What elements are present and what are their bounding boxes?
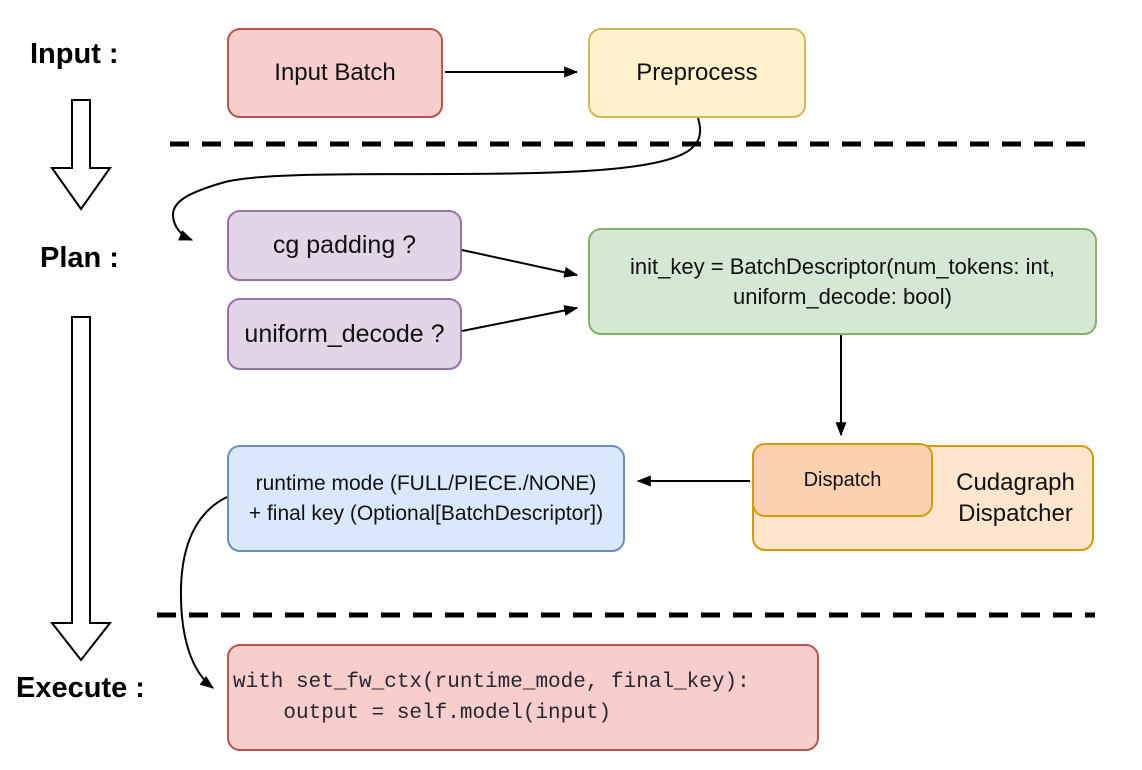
arrow-runtime-mode-to-execute-code [179,496,228,689]
node-preprocess: Preprocess [588,28,806,118]
node-dispatch-label: Dispatch [803,468,882,491]
section-label-plan: Plan : [40,242,119,274]
execute-code-line2: output = self.model(input) [233,701,612,725]
node-runtime-mode-line1: runtime mode (FULL/PIECE./NONE) [255,471,597,495]
block-arrow-input-down-icon [50,99,112,211]
node-uniform-decode-label: uniform_decode ? [244,319,445,348]
section-label-execute: Execute : [16,672,145,704]
node-execute-code: with set_fw_ctx(runtime_mode, final_key)… [227,644,819,751]
node-uniform-decode: uniform_decode ? [227,298,462,370]
cudagraph-dispatcher-line2: Dispatcher [958,500,1073,527]
execute-code-line1: with set_fw_ctx(runtime_mode, final_key)… [233,670,750,694]
node-cg-padding-label: cg padding ? [272,231,417,259]
node-runtime-mode: runtime mode (FULL/PIECE./NONE) + final … [227,445,625,552]
node-preprocess-label: Preprocess [636,59,758,86]
node-init-key-line1: init_key = BatchDescriptor(num_tokens: i… [630,253,1055,279]
cudagraph-dispatcher-caption: Cudagraph Dispatcher [937,447,1094,549]
arrow-uniform-decode-to-init-key [461,305,579,332]
node-init-key: init_key = BatchDescriptor(num_tokens: i… [588,228,1097,335]
section-label-input: Input : [30,38,119,70]
node-init-key-line2: uniform_decode: bool) [733,283,952,309]
node-dispatch: Dispatch [752,443,933,517]
block-arrow-plan-down-icon [49,316,113,662]
cudagraph-dispatcher-line1: Cudagraph [956,469,1075,496]
arrow-cg-padding-to-init-key [461,249,579,278]
node-input-batch-label: Input Batch [274,59,396,86]
node-input-batch: Input Batch [227,28,443,118]
node-runtime-mode-line2: + final key (Optional[BatchDescriptor]) [248,501,604,525]
node-cg-padding: cg padding ? [227,210,462,281]
